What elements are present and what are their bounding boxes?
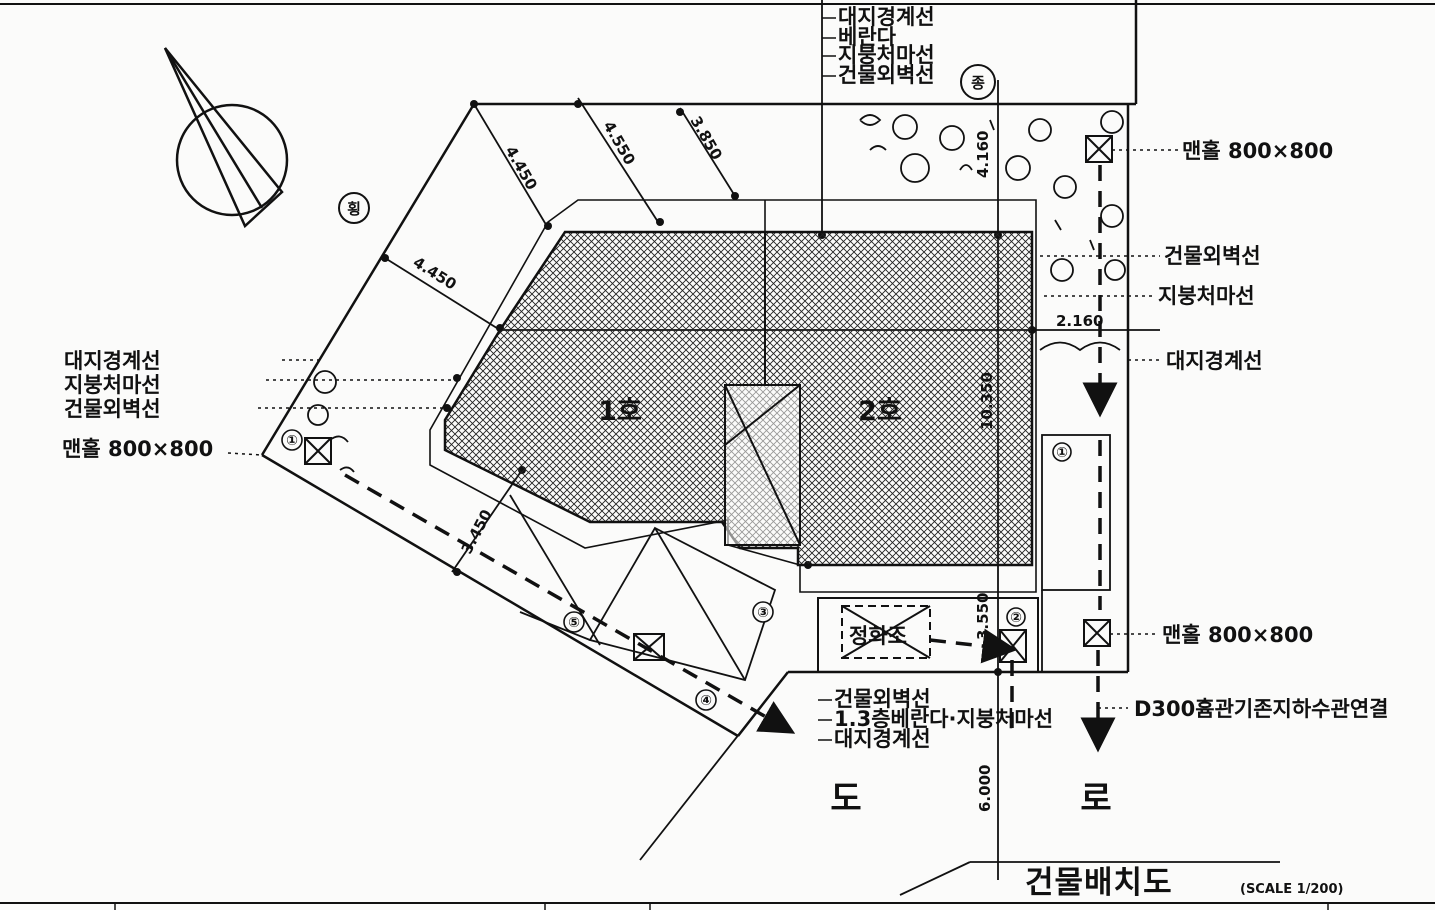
marker-5: ⑤ <box>568 615 580 631</box>
dim-right-mid: 2.160 <box>1056 312 1103 330</box>
dim-top-2: 4.550 <box>600 118 639 168</box>
left-leaders <box>227 359 457 456</box>
right-label-pipe: D300흄관기존지하수관연결 <box>1134 697 1388 721</box>
left-label-wall: 건물외벽선 <box>64 397 161 421</box>
left-label-boundary: 대지경계선 <box>64 349 161 373</box>
bottom-label-boundary: 대지경계선 <box>834 727 931 751</box>
road-label-left: 도 <box>830 779 861 819</box>
unit-1-label: 1호 <box>598 396 642 427</box>
right-label-wall: 건물외벽선 <box>1164 244 1261 268</box>
septic-tank-label: 정화조 <box>849 624 907 648</box>
marker-2: ② <box>1010 610 1022 626</box>
right-label-manhole-bottom: 맨홀 800×800 <box>1162 623 1313 647</box>
dim-top-1: 4.450 <box>502 143 541 193</box>
manhole-icon <box>304 135 1113 661</box>
marker-left: ① <box>286 433 298 449</box>
road-label-right: 로 <box>1080 779 1111 819</box>
marker-4: ④ <box>700 693 712 709</box>
north-mark-top: 종 <box>971 74 985 92</box>
landscape-trees <box>307 110 1126 473</box>
left-label-eave: 지붕처마선 <box>64 373 161 397</box>
title-block-ticks <box>114 903 1329 910</box>
bottom-leaders <box>818 699 832 741</box>
top-label-wall: 건물외벽선 <box>838 63 935 87</box>
septic-tank <box>817 597 1039 673</box>
drawing-title: 건물배치도 <box>1025 865 1173 901</box>
circled-markers <box>281 429 1072 711</box>
marker-1: ① <box>1056 445 1068 461</box>
unit-2-label: 2호 <box>858 396 902 427</box>
parking-bays <box>509 434 1111 682</box>
stair-core <box>724 232 801 546</box>
orientation-mark-icon <box>338 64 996 224</box>
top-leaders <box>822 17 836 77</box>
right-label-boundary: 대지경계선 <box>1166 349 1263 373</box>
dim-right-long: 10.350 <box>978 372 996 430</box>
dim-road: 6.000 <box>976 765 994 812</box>
top-label-boundary: 대지경계선 <box>838 5 935 29</box>
top-label-eave: 지붕처마선 <box>838 43 935 67</box>
bottom-label-veranda-eave: 1.3층베란다·지붕처마선 <box>834 707 1053 731</box>
bottom-label-wall: 건물외벽선 <box>834 687 931 711</box>
top-label-veranda: 베란다 <box>838 25 897 49</box>
left-label-manhole: 맨홀 800×800 <box>62 437 213 461</box>
drainage-flow <box>344 165 1118 753</box>
north-arrow-icon <box>163 47 289 229</box>
dim-septic: 3.550 <box>974 593 992 640</box>
right-leaders <box>1040 149 1178 709</box>
north-mark-left: 횡 <box>347 200 361 218</box>
dim-right-top: 4.160 <box>974 131 992 178</box>
dim-left: 4.450 <box>410 253 460 293</box>
right-label-manhole-top: 맨홀 800×800 <box>1182 139 1333 163</box>
dim-bottom-left: 3.450 <box>458 507 496 557</box>
dim-top-3: 3.850 <box>687 113 726 163</box>
marker-3: ③ <box>757 605 769 621</box>
drawing-scale: (SCALE 1/200) <box>1240 882 1343 897</box>
right-label-eave: 지붕처마선 <box>1158 284 1255 308</box>
